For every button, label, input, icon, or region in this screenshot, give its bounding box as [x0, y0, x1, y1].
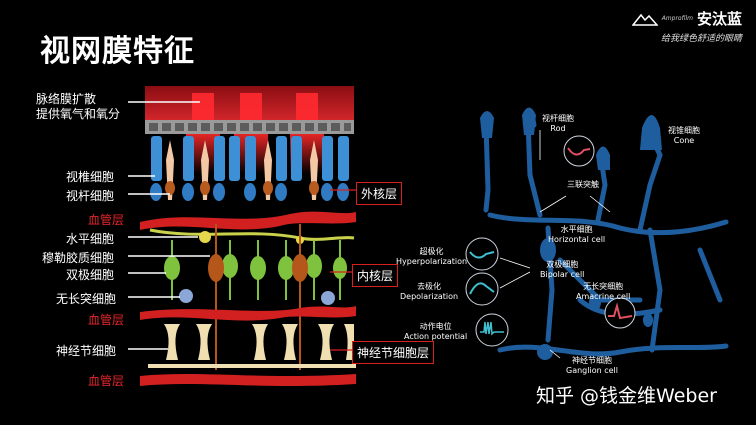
cone-cell-label: 视椎细胞 [66, 170, 115, 184]
neuron-cell-bodies [480, 107, 662, 360]
brand-mountain-icon [631, 13, 658, 26]
muller-cell-label: 穆勒胶质细胞 [42, 251, 115, 265]
photoreceptor-nuclei [150, 181, 349, 201]
brand-name-cn: 安汰蓝 [696, 10, 742, 28]
ganglion-cells [164, 324, 354, 360]
vessel-layer-label-1: 血管层 [88, 213, 125, 227]
choroid-label-line1: 脉络膜扩散 [36, 92, 97, 106]
horizontal-cell-label: 水平细胞 [66, 232, 115, 246]
cone-outer-segments [151, 136, 349, 181]
inner-nuclear-cells [164, 224, 347, 370]
inner-nuclear-layer-box: 内核层 [352, 264, 399, 287]
pigment-epithelium-row [145, 120, 354, 134]
action-potential-signal-icon [475, 313, 509, 347]
rod-cell-label: 视杆细胞 [66, 189, 115, 203]
vessel-layer-label-2: 血管层 [88, 313, 125, 327]
page-title: 视网膜特征 [40, 34, 195, 69]
outer-nuclear-layer-box: 外核层 [356, 182, 403, 205]
depolarization-signal-icon [465, 272, 499, 306]
rod-signal-icon [563, 135, 595, 167]
vessel-layer-label-3: 血管层 [88, 374, 125, 388]
amacrine-cell [179, 289, 193, 303]
bipolar-cell-label: 双极细胞 [66, 268, 115, 282]
ganglion-cell-label: 神经节细胞 [56, 344, 117, 358]
hyperpolarization-signal-icon [465, 237, 499, 271]
ganglion-cell-layer-box: 神经节细胞层 [352, 341, 435, 364]
vessel-layer-2 [140, 306, 356, 321]
zhihu-watermark: 知乎 @钱金维Weber [536, 385, 717, 407]
brand-name-en: Amprofilm [661, 15, 693, 22]
vessel-layer-3 [140, 374, 356, 386]
amacrine-cell-label: 无长突细胞 [56, 292, 117, 306]
amacrine-signal-icon [604, 297, 636, 329]
brand-logo: Amprofilm 安汰蓝 给我绿色舒适的眼睛 [631, 8, 742, 44]
choroid-label-line2: 提供氧气和氧分 [36, 107, 121, 121]
vessel-layer-1 [140, 211, 356, 230]
triad-synapse-label: 三联突触 [567, 180, 599, 189]
brand-slogan: 给我绿色舒适的眼睛 [660, 34, 742, 44]
